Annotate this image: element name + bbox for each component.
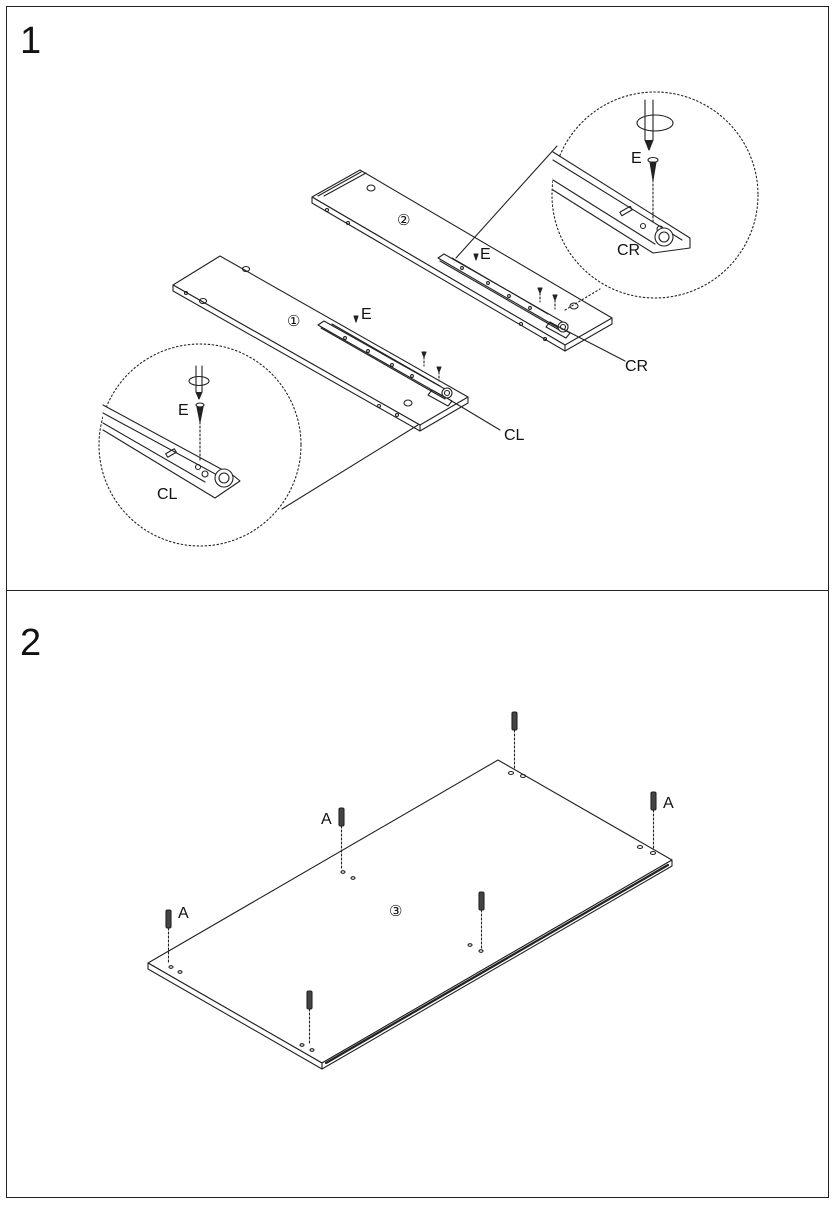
part-3-label: ③ — [389, 903, 403, 920]
screws-rail-2 — [473, 253, 558, 310]
bracket-cr-label: CR — [625, 358, 649, 375]
instruction-frame — [6, 6, 829, 1198]
rail-panel-2 — [437, 253, 571, 339]
dowel-a-label-left: A — [178, 905, 189, 922]
part-1-label: ① — [287, 313, 301, 330]
dowels-a — [165, 711, 657, 1045]
screw-e-label-rail-2: E — [480, 246, 491, 263]
panel-3-board — [147, 759, 673, 1070]
dowel-a-label-mid: A — [321, 811, 332, 828]
part-2-label: ② — [397, 212, 411, 229]
dowel-a-label-right: A — [663, 795, 674, 812]
zoom-cr-label: CR — [617, 242, 641, 259]
bracket-cl-label: CL — [504, 427, 525, 444]
zoom-cr-e-label: E — [631, 150, 642, 167]
zoom-cl-e-label: E — [178, 402, 189, 419]
leader-cr — [564, 329, 626, 362]
panel-1-board — [172, 255, 469, 432]
zoom-detail-cr — [455, 91, 759, 311]
zoom-detail-cl — [98, 343, 419, 547]
zoom-cl-label: CL — [157, 486, 178, 503]
step-number-2: 2 — [20, 622, 42, 664]
rail-panel-1 — [317, 320, 453, 407]
leader-cl — [449, 399, 501, 431]
screws-rail-1 — [353, 315, 442, 382]
step-number-1: 1 — [20, 20, 42, 62]
panel-2-board — [311, 169, 613, 352]
step-divider — [6, 590, 829, 591]
screw-e-label-rail-1: E — [361, 306, 372, 323]
